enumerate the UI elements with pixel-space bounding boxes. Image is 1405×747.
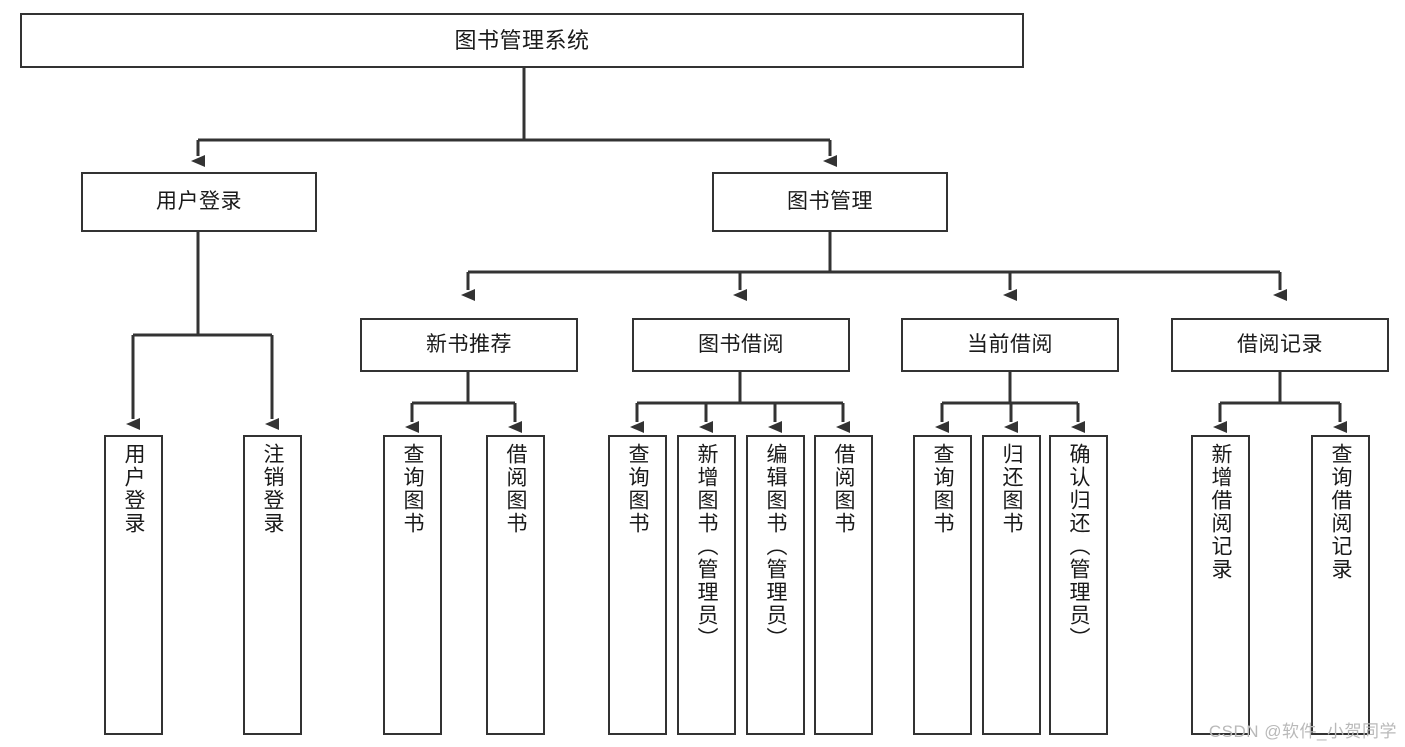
leaf-br-add-record-label: 新增借阅记录 [1209,443,1233,581]
leaf-cb-confirm-return[interactable]: 确认归还（管理员） [1049,435,1108,735]
node-book-borrow[interactable]: 图书借阅 [632,318,850,372]
node-root-label: 图书管理系统 [454,27,590,53]
node-borrow-record[interactable]: 借阅记录 [1171,318,1389,372]
leaf-cb-return-book-label: 归还图书 [1000,443,1024,535]
leaf-cb-return-book[interactable]: 归还图书 [982,435,1041,735]
leaf-bb-add-book[interactable]: 新增图书（管理员） [677,435,736,735]
leaf-bb-borrow-book[interactable]: 借阅图书 [814,435,873,735]
leaf-bb-query-book[interactable]: 查询图书 [608,435,667,735]
leaf-logout[interactable]: 注销登录 [243,435,302,735]
leaf-logout-label: 注销登录 [261,443,285,535]
node-new-book-recommend-label: 新书推荐 [426,332,512,356]
leaf-nb-query-book[interactable]: 查询图书 [383,435,442,735]
leaf-bb-borrow-book-label: 借阅图书 [832,443,856,535]
node-new-book-recommend[interactable]: 新书推荐 [360,318,578,372]
node-book-borrow-label: 图书借阅 [698,332,784,356]
node-book-manage-label: 图书管理 [787,189,873,213]
leaf-nb-query-book-label: 查询图书 [401,443,425,535]
node-current-borrow-label: 当前借阅 [967,332,1053,356]
leaf-user-login[interactable]: 用户登录 [104,435,163,735]
leaf-bb-add-book-label: 新增图书（管理员） [695,443,719,650]
leaf-bb-edit-book-label: 编辑图书（管理员） [764,443,788,650]
node-current-borrow[interactable]: 当前借阅 [901,318,1119,372]
leaf-user-login-label: 用户登录 [122,443,146,535]
node-root[interactable]: 图书管理系统 [20,13,1024,68]
node-book-manage[interactable]: 图书管理 [712,172,948,232]
watermark-text: CSDN @软件_小贺同学 [1208,722,1397,741]
leaf-bb-query-book-label: 查询图书 [626,443,650,535]
leaf-nb-borrow-book-label: 借阅图书 [504,443,528,535]
node-borrow-record-label: 借阅记录 [1237,332,1323,356]
leaf-bb-edit-book[interactable]: 编辑图书（管理员） [746,435,805,735]
leaf-br-query-record-label: 查询借阅记录 [1329,443,1353,581]
leaf-cb-query-book[interactable]: 查询图书 [913,435,972,735]
leaf-br-add-record[interactable]: 新增借阅记录 [1191,435,1250,735]
node-user-login[interactable]: 用户登录 [81,172,317,232]
leaf-br-query-record[interactable]: 查询借阅记录 [1311,435,1370,735]
leaf-cb-confirm-return-label: 确认归还（管理员） [1067,443,1091,650]
leaf-cb-query-book-label: 查询图书 [931,443,955,535]
node-user-login-label: 用户登录 [156,189,242,213]
leaf-nb-borrow-book[interactable]: 借阅图书 [486,435,545,735]
